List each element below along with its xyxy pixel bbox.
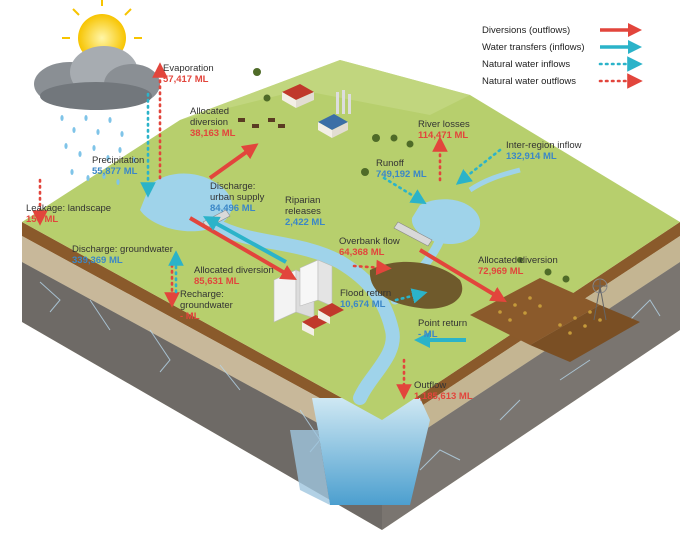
label-allocated-diversion-mid: Allocated diversion 85,631 ML	[194, 265, 274, 287]
arrow-discharge-urban	[202, 216, 287, 264]
city-buildings	[273, 259, 344, 336]
label-discharge-urban: Discharge: urban supply 84,496 ML	[210, 181, 265, 214]
transfer-arrows	[202, 216, 466, 348]
label-flood-return: Flood return 10,674 ML	[340, 288, 392, 310]
label-leakage: Leakage: landscape 150 ML	[26, 203, 112, 225]
arrow-flood-return	[394, 288, 428, 304]
natural-outflow-arrows	[32, 62, 448, 400]
label-river-losses: River losses 114,471 ML	[418, 119, 470, 141]
legend-transfers: Water transfers (inflows)	[482, 42, 585, 53]
crop-fields	[470, 278, 640, 362]
label-allocated-diversion-right: Allocated diversion 72,969 ML	[478, 255, 558, 277]
label-point-return: Point return - ML	[418, 318, 468, 340]
river-gorge	[312, 398, 430, 505]
arrow-allocated-diversion-top	[208, 143, 259, 180]
windmill	[592, 278, 608, 321]
label-inter-region: Inter-region inflow 132,914 ML	[506, 140, 582, 162]
label-runoff: Runoff 749,192 ML	[376, 158, 427, 180]
arrow-overbank	[352, 259, 392, 276]
label-allocated-diversion-top: Allocated diversion 38,163 ML	[190, 106, 236, 139]
label-recharge: Recharge: groundwater - ML	[180, 289, 233, 322]
legend-swatches	[598, 23, 643, 89]
legend-natural-outflows: Natural water outflows	[482, 76, 576, 87]
wetland	[369, 261, 463, 309]
legend: Diversions (outflows) Water transfers (i…	[482, 22, 602, 90]
label-riparian: Riparian releases 2,422 ML	[285, 195, 326, 228]
ground-slab	[22, 222, 680, 530]
label-outflow: Outflow 1,185,613 ML	[414, 380, 473, 402]
rain-drops	[60, 115, 136, 185]
label-discharge-ground: Discharge: groundwater 339,369 ML	[72, 244, 173, 266]
legend-diversions: Diversions (outflows)	[482, 25, 571, 36]
trees	[253, 68, 570, 283]
cattle	[238, 118, 285, 128]
arrow-inter-region	[455, 148, 502, 185]
arrow-allocated-diversion-right	[418, 248, 507, 303]
main-river	[208, 218, 400, 405]
label-precipitation: Precipitation 55,877 ML	[92, 155, 145, 177]
legend-natural-inflows: Natural water inflows	[482, 59, 571, 70]
rain-cloud	[34, 46, 160, 110]
right-dam	[393, 221, 433, 247]
arrow-runoff	[382, 176, 427, 205]
label-overbank: Overbank flow 64,368 ML	[339, 236, 400, 258]
natural-inflow-arrows	[140, 92, 502, 304]
right-reservoir	[411, 199, 481, 245]
farmhouse	[282, 84, 351, 138]
label-evaporation: Evaporation 57,417 ML	[163, 63, 214, 85]
